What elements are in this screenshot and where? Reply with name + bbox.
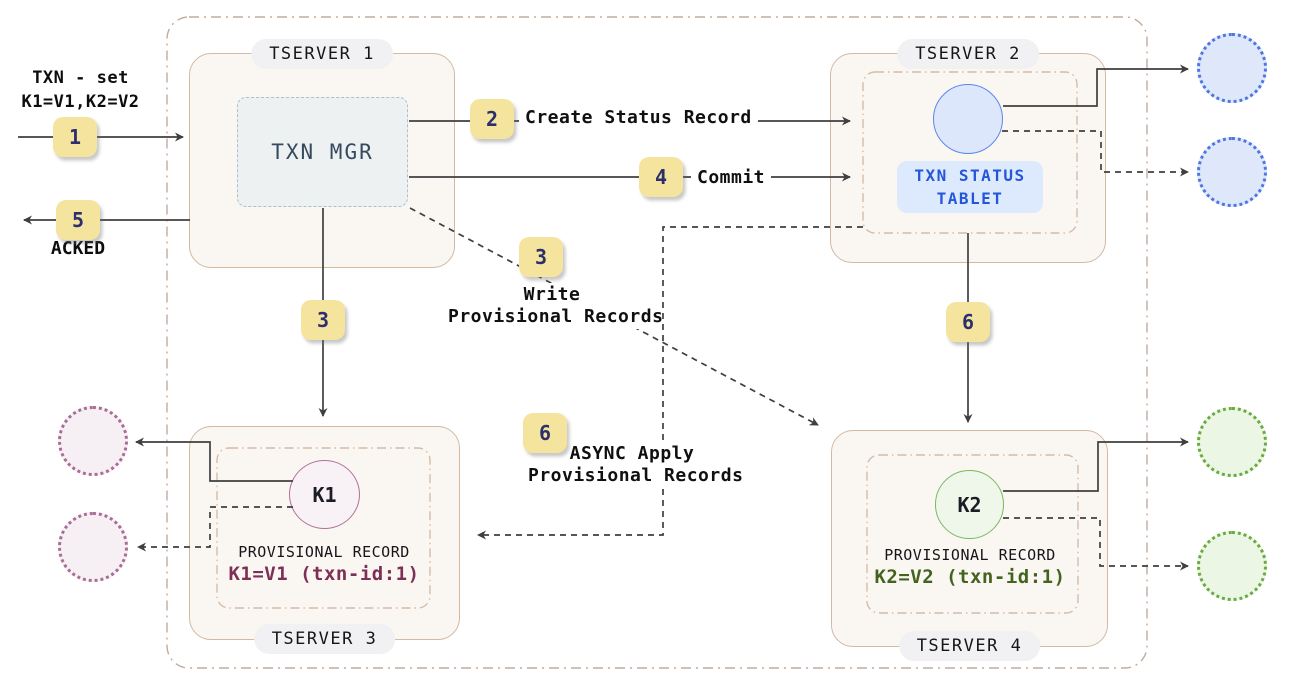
client-request-text: TXN - set K1=V1,K2=V2: [8, 66, 153, 114]
step-badge-3a: 3: [301, 300, 345, 340]
t3-replica-circle-2: [58, 512, 128, 582]
step-badge-2: 2: [470, 99, 514, 139]
t3-replica-circle-1: [58, 406, 128, 476]
t2-replica-circle-1: [1197, 33, 1267, 103]
t2-replica-circle-2: [1197, 137, 1267, 207]
step-badge-4: 4: [639, 157, 683, 197]
acked-label: ACKED: [50, 238, 106, 259]
t4-replica-circle-2: [1197, 531, 1267, 601]
step-badge-5: 5: [56, 200, 100, 240]
client-request-line1: TXN - set: [32, 68, 129, 88]
step-badge-1: 1: [53, 117, 97, 157]
step-badge-3b: 3: [519, 237, 563, 277]
client-request-line2: K1=V1,K2=V2: [21, 92, 140, 112]
step-badge-6a: 6: [946, 302, 990, 342]
step-badge-6b: 6: [523, 413, 567, 453]
t4-replica-circle-1: [1197, 407, 1267, 477]
